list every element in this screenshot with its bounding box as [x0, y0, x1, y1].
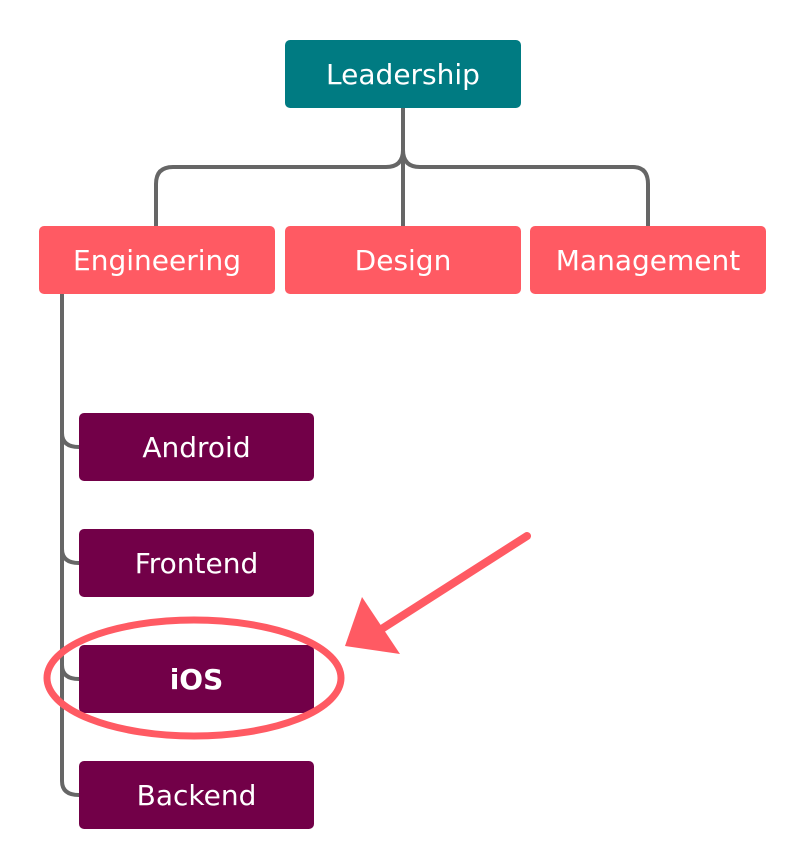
node-design[interactable]: Design: [285, 226, 521, 294]
connector-root-to-management: [401, 148, 650, 228]
node-engineering[interactable]: Engineering: [39, 226, 275, 294]
node-frontend[interactable]: Frontend: [79, 529, 314, 597]
connector-group: [60, 106, 650, 797]
connector-to-frontend: [60, 547, 81, 565]
connector-engineering-spine: [60, 292, 81, 797]
node-ios[interactable]: iOS: [79, 645, 314, 713]
node-leadership[interactable]: Leadership: [285, 40, 521, 108]
node-management[interactable]: Management: [530, 226, 766, 294]
connector-root-to-engineering: [154, 148, 405, 228]
connector-to-ios: [60, 663, 81, 681]
connector-to-android: [60, 431, 81, 449]
node-frontend-label: Frontend: [134, 546, 259, 580]
node-android[interactable]: Android: [79, 413, 314, 481]
node-leadership-label: Leadership: [326, 57, 480, 91]
node-management-label: Management: [555, 243, 741, 277]
node-backend-label: Backend: [136, 778, 257, 812]
node-engineering-label: Engineering: [73, 243, 241, 277]
node-android-label: Android: [142, 430, 251, 464]
node-ios-label: iOS: [169, 662, 224, 696]
node-design-label: Design: [354, 243, 452, 277]
node-backend[interactable]: Backend: [79, 761, 314, 829]
